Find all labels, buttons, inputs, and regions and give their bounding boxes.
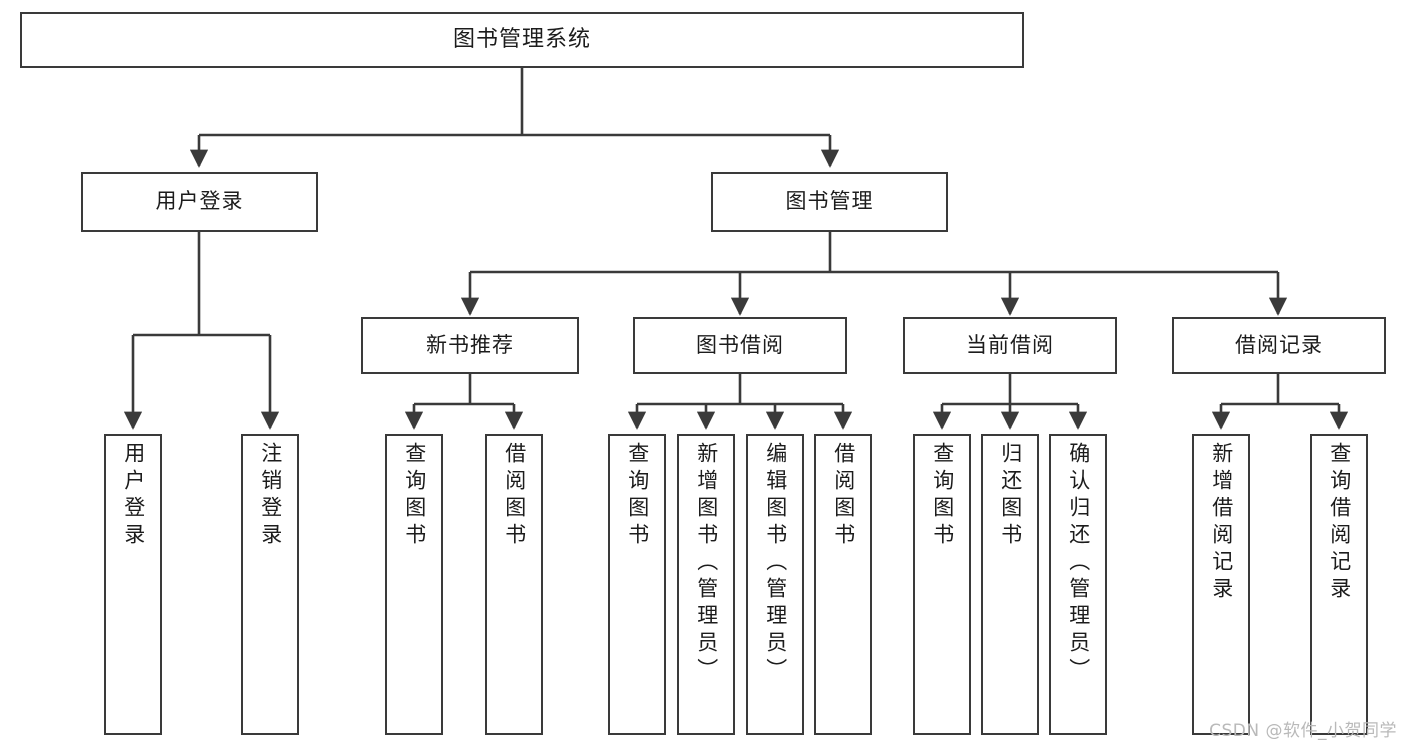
leaf-query-book-new-rec[interactable]: 查询图书: [385, 434, 443, 735]
node-label: 注销登录: [258, 442, 283, 550]
leaf-borrow-book-new-rec[interactable]: 借阅图书: [485, 434, 543, 735]
node-new-book-recommendation[interactable]: 新书推荐: [361, 317, 579, 374]
node-borrow-record[interactable]: 借阅记录: [1172, 317, 1386, 374]
node-label: 归还图书: [998, 442, 1023, 550]
leaf-user-logout[interactable]: 注销登录: [241, 434, 299, 735]
node-label: 查询图书: [625, 442, 650, 550]
node-user-login[interactable]: 用户登录: [81, 172, 318, 232]
node-book-borrow[interactable]: 图书借阅: [633, 317, 847, 374]
node-label: 查询图书: [930, 442, 955, 550]
leaf-edit-book-admin[interactable]: 编辑图书（管理员）: [746, 434, 804, 735]
node-label: 新增图书（管理员）: [694, 442, 719, 685]
node-book-manage[interactable]: 图书管理: [711, 172, 948, 232]
node-current-borrow[interactable]: 当前借阅: [903, 317, 1117, 374]
node-root-book-management-system[interactable]: 图书管理系统: [20, 12, 1024, 68]
leaf-borrow-book-borrow[interactable]: 借阅图书: [814, 434, 872, 735]
node-label: 当前借阅: [966, 332, 1054, 357]
node-label: 新增借阅记录: [1209, 442, 1234, 604]
watermark: CSDN @软件_小贺同学: [1209, 721, 1397, 741]
leaf-add-borrow-record[interactable]: 新增借阅记录: [1192, 434, 1250, 735]
node-label: 图书管理系统: [452, 26, 591, 52]
node-label: 查询图书: [402, 442, 427, 550]
leaf-add-book-admin[interactable]: 新增图书（管理员）: [677, 434, 735, 735]
leaf-confirm-return-admin[interactable]: 确认归还（管理员）: [1049, 434, 1107, 735]
leaf-return-book[interactable]: 归还图书: [981, 434, 1039, 735]
node-label: 查询借阅记录: [1327, 442, 1352, 604]
leaf-query-book-current[interactable]: 查询图书: [913, 434, 971, 735]
node-label: 确认归还（管理员）: [1066, 442, 1091, 685]
node-label: 图书借阅: [696, 332, 784, 357]
node-label: 编辑图书（管理员）: [763, 442, 788, 685]
leaf-query-borrow-record[interactable]: 查询借阅记录: [1310, 434, 1368, 735]
node-label: 借阅记录: [1235, 332, 1323, 357]
node-label: 用户登录: [121, 442, 146, 550]
leaf-query-book-borrow[interactable]: 查询图书: [608, 434, 666, 735]
node-label: 用户登录: [155, 189, 244, 214]
node-label: 借阅图书: [831, 442, 856, 550]
leaf-user-login[interactable]: 用户登录: [104, 434, 162, 735]
node-label: 借阅图书: [502, 442, 527, 550]
node-label: 新书推荐: [426, 332, 514, 357]
node-label: 图书管理: [785, 189, 874, 214]
